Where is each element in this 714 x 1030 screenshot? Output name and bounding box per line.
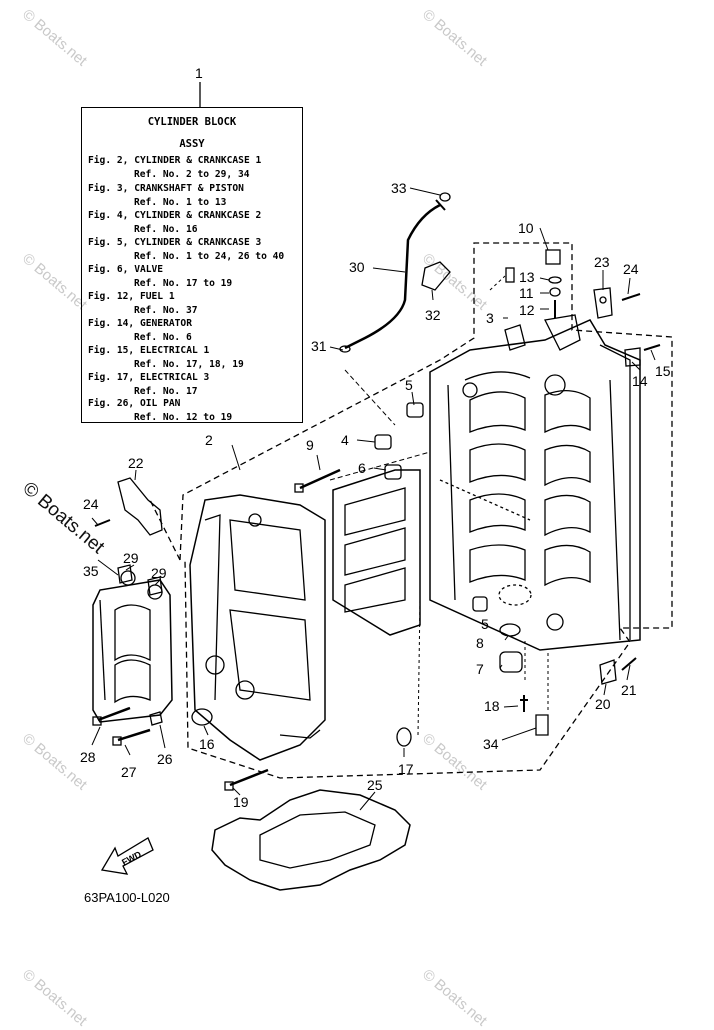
callout-31: 31 [311, 338, 327, 354]
engine-diagram: FWD [91, 82, 673, 891]
ref-line: Ref. No. 12 to 19 [134, 412, 233, 423]
callout-29: 29 [151, 565, 167, 581]
cylinder-head [92, 570, 173, 723]
callout-3: 3 [486, 310, 494, 326]
callout-7: 7 [476, 661, 484, 677]
fwd-arrow-icon [100, 837, 154, 875]
bracket-22 [117, 477, 163, 536]
ref-line: Ref. No. 6 [134, 332, 192, 343]
callout-34: 34 [483, 736, 499, 752]
fig-line: Fig. 4, CYLINDER & CRANKCASE 2 [88, 210, 262, 221]
ref-line: Ref. No. 1 to 24, 26 to 40 [134, 251, 285, 262]
fig-line: Fig. 14, GENERATOR [88, 318, 192, 329]
fig-line: Fig. 2, CYLINDER & CRANKCASE 1 [88, 155, 262, 166]
callout-13: 13 [519, 269, 535, 285]
callout-14: 14 [632, 373, 648, 389]
callout-32: 32 [425, 307, 441, 323]
callout-5: 5 [481, 616, 489, 632]
small-parts [92, 249, 661, 791]
callout-9: 9 [306, 437, 314, 453]
callout-17: 17 [398, 761, 414, 777]
callout-4: 4 [341, 432, 349, 448]
callout-28: 28 [80, 749, 96, 765]
callout-30: 30 [349, 259, 365, 275]
callout-22: 22 [128, 455, 144, 471]
callout-26: 26 [157, 751, 173, 767]
fig-line: Fig. 12, FUEL 1 [88, 291, 175, 302]
ref-line: Ref. No. 17, 18, 19 [134, 359, 244, 370]
callout-5: 5 [405, 377, 413, 393]
crankcase [189, 494, 326, 761]
fig-line: Fig. 3, CRANKSHAFT & PISTON [88, 183, 244, 194]
ref-line: Ref. No. 1 to 13 [134, 197, 227, 208]
callout-25: 25 [367, 777, 383, 793]
water-pipe [344, 203, 441, 350]
callout-24: 24 [83, 496, 99, 512]
ref-line: Ref. No. 37 [134, 305, 198, 316]
box-subtitle: ASSY [179, 138, 205, 150]
callout-21: 21 [621, 682, 637, 698]
crankcase-gasket-plate [332, 469, 421, 636]
callout-35: 35 [83, 563, 99, 579]
ref-line: Ref. No. 17 to 19 [134, 278, 233, 289]
oil-pan-gasket [211, 789, 411, 891]
fwd-label: FWD [120, 849, 143, 868]
diagram-code: 63PA100-L020 [84, 890, 170, 905]
cylinder-block [429, 314, 641, 651]
fig-line: Fig. 17, ELECTRICAL 3 [88, 372, 210, 383]
callout-19: 19 [233, 794, 249, 810]
clip-32 [421, 261, 451, 291]
callout-11: 11 [519, 285, 534, 301]
callout-6: 6 [358, 460, 366, 476]
callout-2: 2 [205, 432, 213, 448]
callout-15: 15 [655, 363, 671, 379]
callout-23: 23 [594, 254, 610, 270]
ref-line: Ref. No. 17 [134, 386, 198, 397]
callout-29: 29 [123, 550, 139, 566]
callout-18: 18 [484, 698, 500, 714]
reference-box: CYLINDER BLOCK ASSY Fig. 2, CYLINDER & C… [81, 107, 303, 423]
fig-line: Fig. 5, CYLINDER & CRANKCASE 3 [88, 237, 262, 248]
callout-16: 16 [199, 736, 215, 752]
fig-line: Fig. 15, ELECTRICAL 1 [88, 345, 210, 356]
fig-line: Fig. 26, OIL PAN [88, 398, 181, 409]
box-title: CYLINDER BLOCK [147, 116, 237, 128]
ref-line: Ref. No. 16 [134, 224, 198, 235]
fig-line: Fig. 6, VALVE [88, 264, 164, 275]
leader-lines [91, 187, 656, 811]
ref-line: Ref. No. 2 to 29, 34 [134, 169, 250, 180]
callout-1: 1 [195, 65, 203, 81]
callout-24: 24 [623, 261, 639, 277]
callout-33: 33 [391, 180, 407, 196]
callout-8: 8 [476, 635, 484, 651]
callout-20: 20 [595, 696, 611, 712]
callout-10: 10 [518, 220, 534, 236]
callout-12: 12 [519, 302, 535, 318]
callout-27: 27 [121, 764, 137, 780]
